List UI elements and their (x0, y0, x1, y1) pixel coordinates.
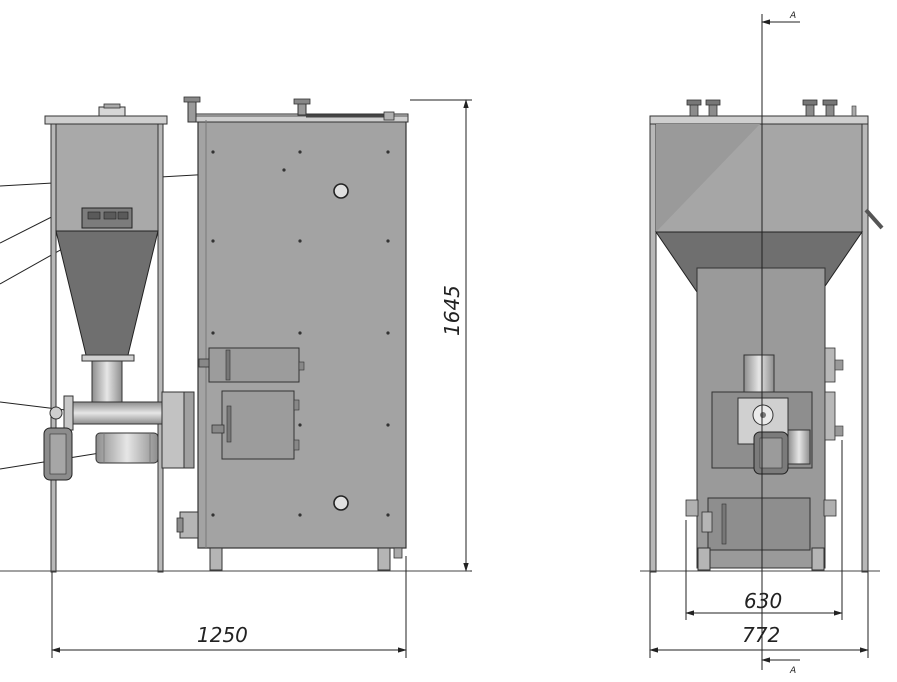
front-frame-left (649, 119, 657, 573)
boiler-rivets (211, 150, 390, 517)
front-side-lever (864, 208, 884, 230)
burner-flange (161, 391, 195, 469)
front-ash-door (701, 497, 811, 551)
auger-end-flange (63, 395, 74, 431)
auger-tube (63, 401, 165, 425)
dim-1250-label: 1250 (197, 623, 248, 647)
section-mark-bottom: A (789, 666, 796, 676)
dim-772: 772 (649, 572, 869, 658)
drain-valve (176, 511, 199, 539)
front-foot-left (697, 547, 711, 571)
dim-1645: 1645 (410, 99, 472, 572)
front-right-fittings (824, 347, 844, 441)
fan-unit (95, 432, 159, 464)
upper-door (198, 347, 305, 383)
dim-630: 630 (685, 440, 843, 620)
front-fan (787, 429, 811, 465)
section-mark-top: A (789, 11, 796, 21)
boiler-body (197, 119, 407, 549)
dim-1250: 1250 (51, 556, 407, 658)
front-foot-right (811, 547, 825, 571)
front-pipe-left (685, 499, 699, 517)
front-hopper-top-slant (656, 124, 760, 232)
front-top-fittings (686, 99, 857, 117)
boiler-top-fittings (183, 96, 395, 123)
lower-port (333, 495, 349, 511)
boiler-foot-right (377, 547, 391, 571)
front-view: A A 630 772 (640, 11, 884, 676)
dim-1645-label: 1645 (440, 285, 464, 336)
front-frame-right (861, 119, 869, 573)
front-motor (753, 431, 789, 475)
dim-772-label: 772 (742, 623, 780, 647)
section-line-a: A A (761, 11, 800, 676)
front-top-plate (649, 115, 869, 125)
side-view: 1250 1645 (0, 96, 472, 658)
boiler-foot-left (209, 547, 223, 571)
dim-630-label: 630 (744, 589, 782, 613)
hopper-control-panel (81, 207, 133, 229)
drive-motor (43, 427, 73, 481)
auger-end-bolt (49, 406, 63, 420)
hopper-lid (98, 103, 126, 117)
upper-port (333, 183, 349, 199)
front-pipe-right (823, 499, 837, 517)
cone-outlet-flange (81, 354, 135, 362)
hopper-cone (55, 230, 159, 356)
lower-door (211, 390, 300, 460)
